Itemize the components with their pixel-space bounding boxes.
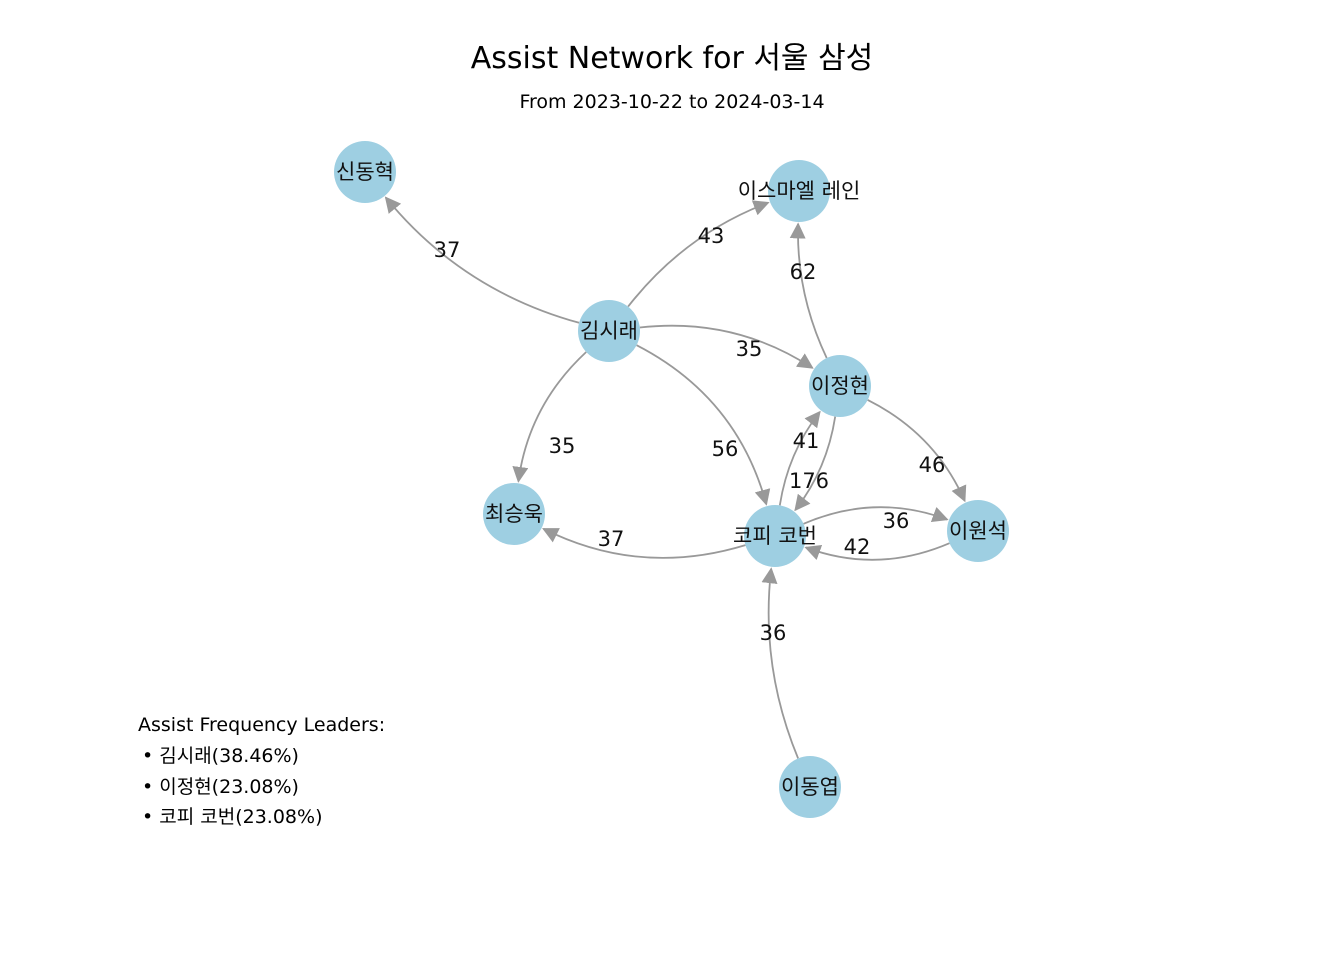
edge-weight-label: 43 <box>698 224 725 248</box>
node-circle <box>947 500 1009 562</box>
node-choi: 최승욱 <box>483 483 545 545</box>
leader-item: • 김시래(38.46%) <box>142 745 299 767</box>
edge-kim-to-choi <box>512 351 587 483</box>
edge-weight-label: 35 <box>736 337 763 361</box>
edge-kim-to-coffey <box>636 344 771 506</box>
node-label: 이스마엘 레인 <box>738 179 861 203</box>
edge-weight-label: 42 <box>844 535 871 559</box>
assist-leaders-panel: Assist Frequency Leaders: • 김시래(38.46%) … <box>138 714 385 828</box>
edge-weight-label: 37 <box>434 238 461 262</box>
leader-item: • 이정현(23.08%) <box>142 776 299 798</box>
node-label: 이동엽 <box>781 775 839 799</box>
edge-weight-label: 176 <box>789 469 829 493</box>
diagram-title: Assist Network for 서울 삼성 <box>471 41 874 76</box>
edge-coffey-to-leejh <box>778 410 821 506</box>
node-circle <box>744 505 806 567</box>
edge-weight-label: 46 <box>919 453 946 477</box>
node-shin: 신동혁 <box>334 141 396 203</box>
edge-weight-label: 36 <box>760 621 787 645</box>
edge-kim-to-shin <box>384 196 580 324</box>
edge-coffey-to-choi <box>542 527 746 559</box>
node-label: 김시래 <box>580 319 638 343</box>
diagram-subtitle: From 2023-10-22 to 2024-03-14 <box>519 91 824 113</box>
edge-kim-to-leejh <box>639 324 814 369</box>
edge-kim-to-ismael <box>627 200 770 308</box>
node-leedy: 이동엽 <box>779 756 841 818</box>
node-leejh: 이정현 <box>809 355 871 417</box>
node-circle <box>578 300 640 362</box>
edge-coffey-to-leews <box>803 506 949 525</box>
node-label: 최승욱 <box>485 502 543 526</box>
edge-weight-label: 36 <box>883 509 910 533</box>
edge-weight-label: 35 <box>549 434 576 458</box>
node-ismael: 이스마엘 레인 <box>738 160 861 222</box>
edge-leedy-to-coffey <box>761 567 799 759</box>
edge-leews-to-coffey <box>804 542 950 561</box>
node-circle <box>779 756 841 818</box>
leader-item: • 코피 코번(23.08%) <box>142 806 322 828</box>
edges-layer <box>384 196 967 759</box>
node-kim: 김시래 <box>578 300 640 362</box>
edge-weight-label: 37 <box>598 527 625 551</box>
node-leews: 이원석 <box>947 500 1009 562</box>
node-circle <box>809 355 871 417</box>
edge-weight-label: 41 <box>793 429 820 453</box>
node-label: 신동혁 <box>336 160 394 184</box>
node-circle <box>768 160 830 222</box>
node-label: 이정현 <box>811 374 869 398</box>
edge-leejh-to-ismael <box>789 222 828 359</box>
edge-leejh-to-coffey <box>794 416 837 512</box>
node-label: 이원석 <box>949 519 1007 543</box>
node-label: 코피 코번 <box>733 524 817 548</box>
node-coffey: 코피 코번 <box>733 505 817 567</box>
node-circle <box>483 483 545 545</box>
node-circle <box>334 141 396 203</box>
edge-leejh-to-leews <box>867 399 967 503</box>
edge-weight-label: 62 <box>790 260 817 284</box>
edge-labels-layer: 37 43 35 35 56 62 46 41 176 36 42 37 36 <box>434 224 946 645</box>
leaders-heading: Assist Frequency Leaders: <box>138 714 385 736</box>
edge-weight-label: 56 <box>712 437 739 461</box>
